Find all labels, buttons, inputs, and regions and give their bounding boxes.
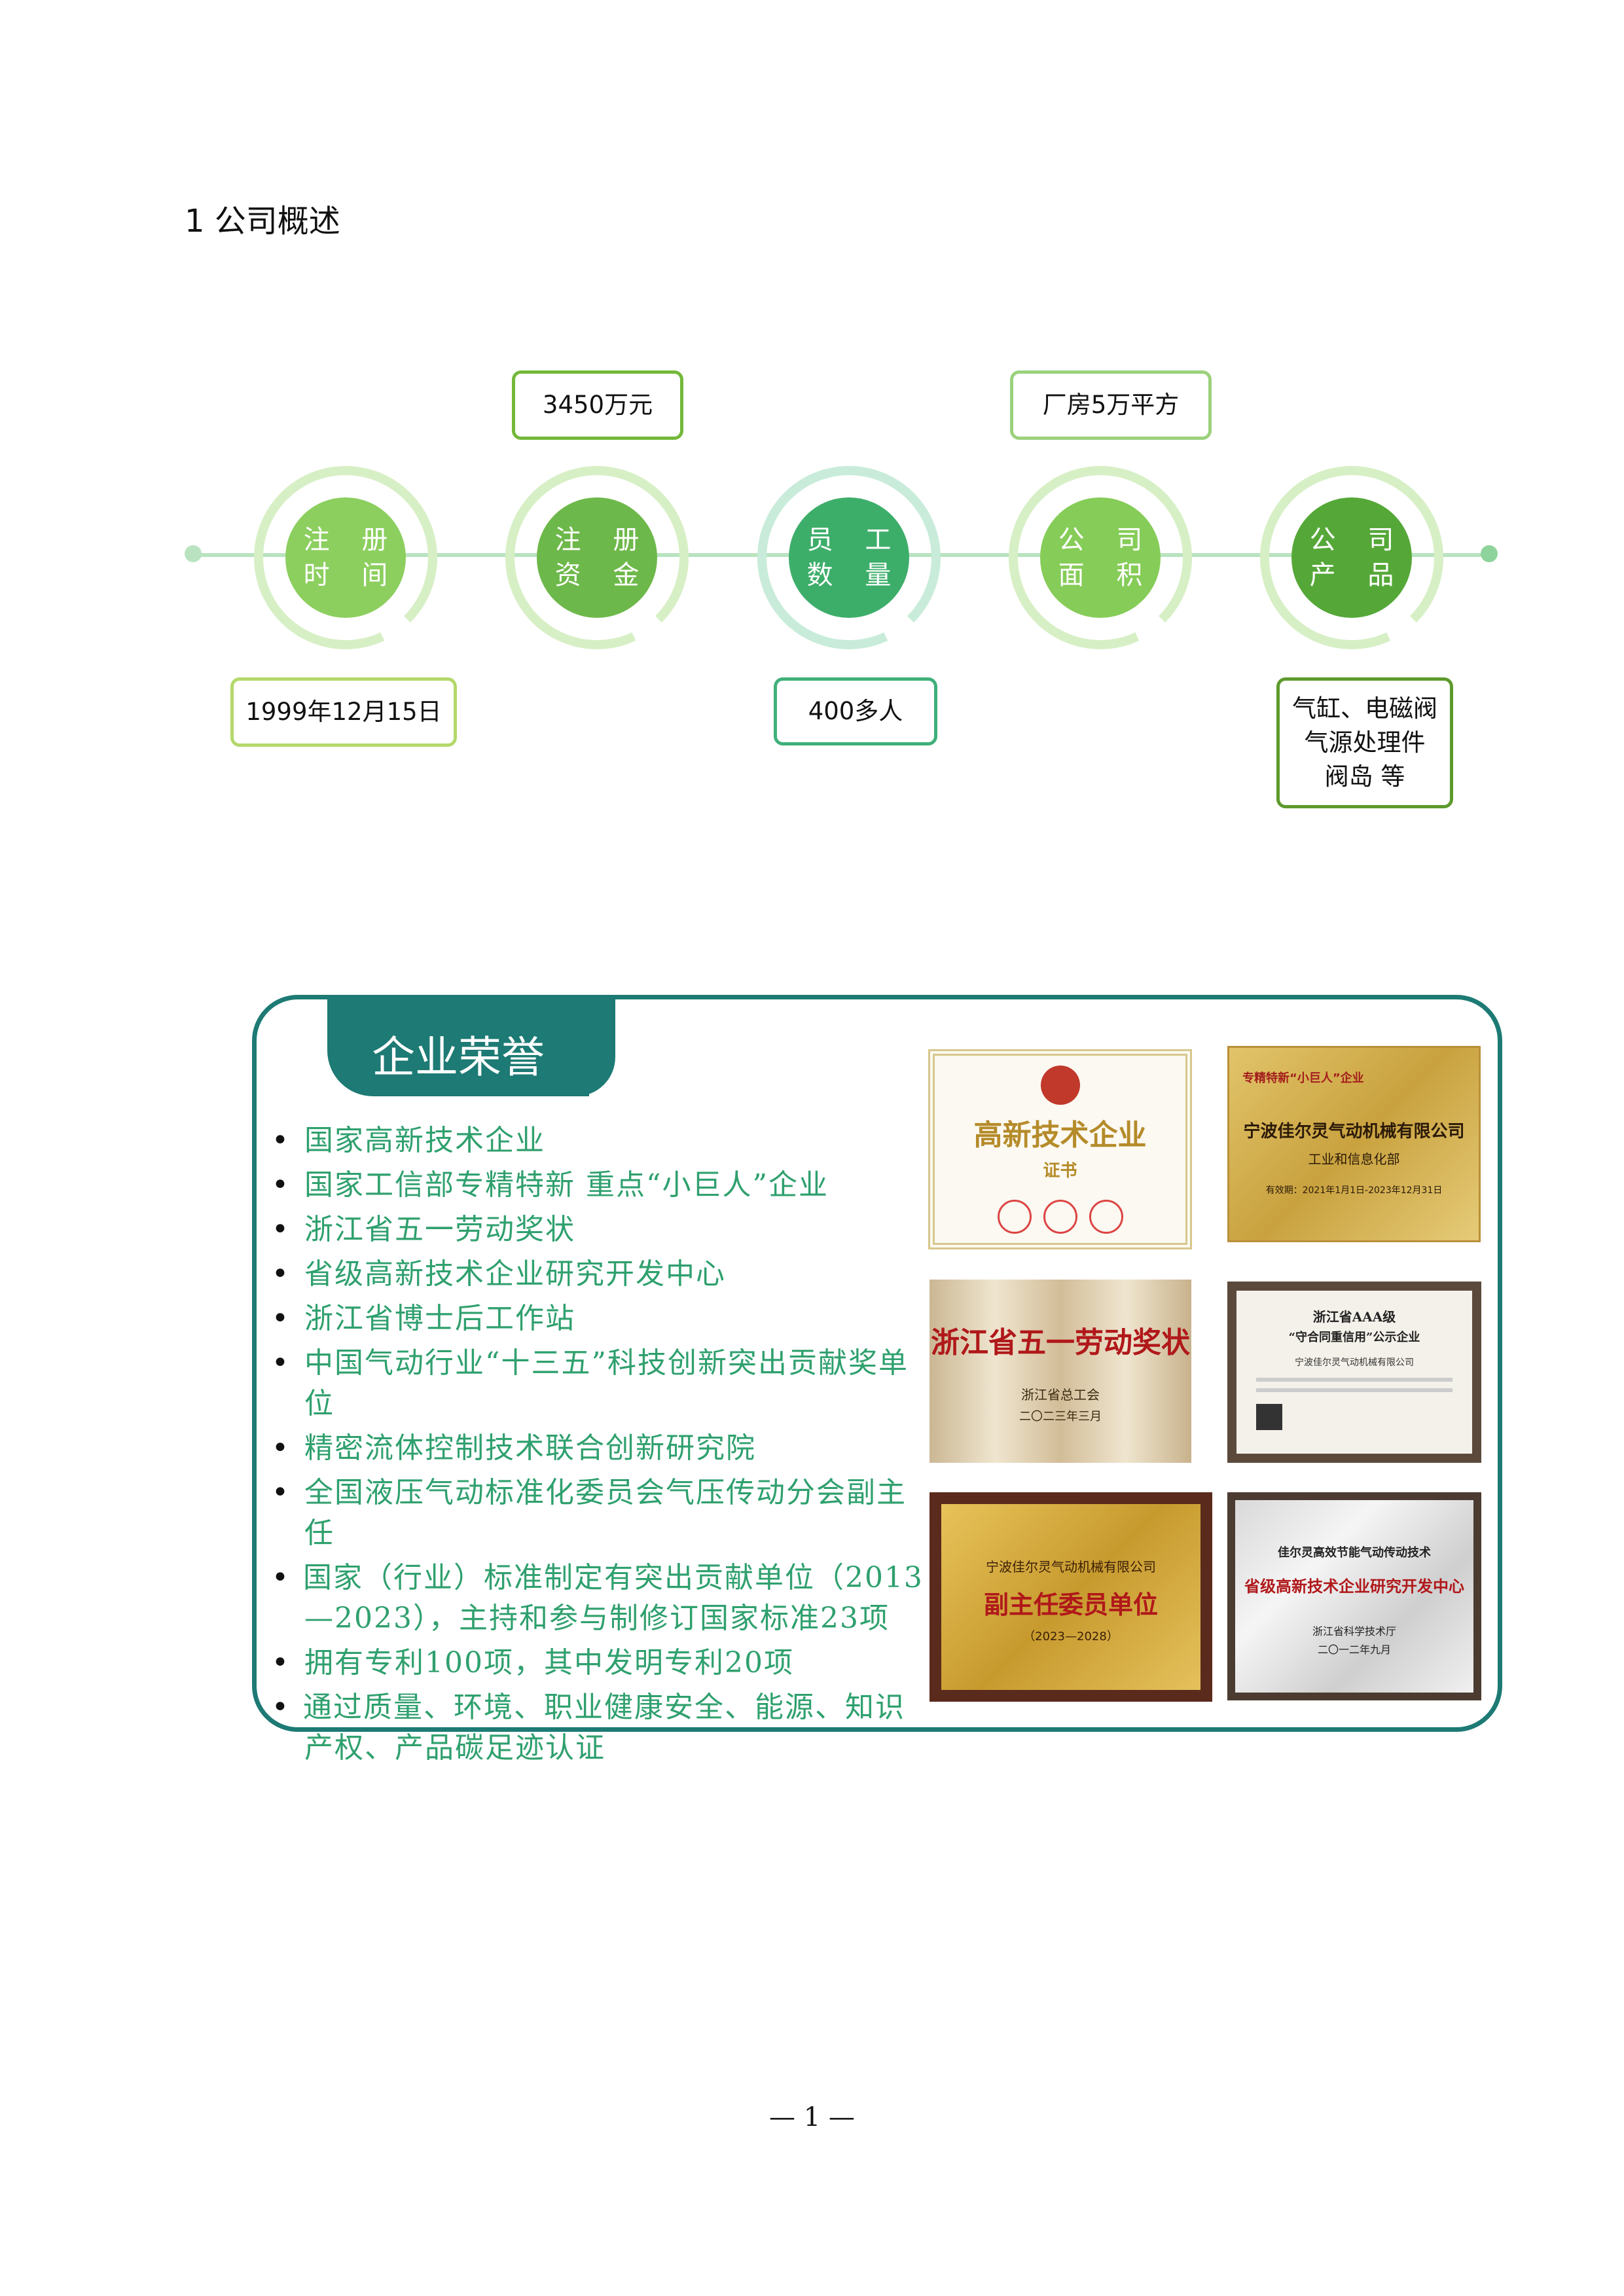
cert2-badge: 专精特新“小巨人”企业 — [1242, 1071, 1364, 1085]
cert2-issuer: 工业和信息化部 — [1308, 1151, 1400, 1167]
timeline-node-area: 公 司 面 积 — [983, 440, 1218, 675]
cert6-title: 省级高新技术企业研究开发中心 — [1244, 1576, 1464, 1596]
honors-title: 企业荣誉 — [372, 1032, 545, 1083]
text-placeholder-line — [1256, 1378, 1453, 1382]
node-label-line1: 员 工 — [806, 525, 903, 555]
certificate-rd-center: 佳尔灵高效节能气动传动技术 省级高新技术企业研究开发中心 浙江省科学技术厅 二〇… — [1227, 1492, 1481, 1700]
node-label-line1: 公 司 — [1309, 525, 1406, 555]
timeline-start-dot — [185, 545, 202, 562]
cert2-company: 宁波佳尔灵气动机械有限公司 — [1243, 1122, 1465, 1141]
timeline-node-employees: 员 工 数 量 — [731, 440, 967, 675]
employees-value: 400多人 — [808, 697, 903, 725]
node-label-line2: 资 金 — [554, 560, 651, 590]
node-label-line1: 公 司 — [1058, 525, 1155, 555]
list-item: 全国液压气动标准化委员会气压传动分会副主任 — [272, 1473, 926, 1554]
list-item: 通过质量、环境、职业健康安全、能源、知识产权、产品碳足迹认证 — [272, 1687, 926, 1768]
products-line2: 气源处理件 — [1304, 728, 1426, 757]
honors-tab — [327, 995, 615, 1096]
node-circle: 公 司 产 品 — [1291, 497, 1412, 618]
node-label-line2: 产 品 — [1309, 560, 1406, 590]
timeline-node-registration-date: 注 册 时 间 — [228, 440, 463, 675]
node-label-line2: 数 量 — [806, 560, 903, 590]
registration-date-box: 1999年12月15日 — [230, 677, 457, 747]
list-item: 浙江省五一劳动奖状 — [272, 1210, 926, 1250]
list-item: 精密流体控制技术联合创新研究院 — [272, 1428, 926, 1469]
area-box: 厂房5万平方 — [1010, 370, 1212, 440]
cert6-issuer: 浙江省科学技术厅 — [1312, 1624, 1396, 1638]
stamp-icon — [997, 1199, 1032, 1234]
cert1-sub: 证书 — [1043, 1160, 1077, 1181]
certificate-aaa-credit: 浙江省AAA级 “守合同重信用”公示企业 宁波佳尔灵气动机械有限公司 — [1227, 1282, 1481, 1463]
section-title: 1 公司概述 — [185, 203, 340, 240]
node-circle: 员 工 数 量 — [789, 497, 909, 618]
stamps — [997, 1199, 1123, 1234]
list-item-text: 国家（行业）标准制定有突出贡献单位（2013—2023），主持和参与制修订国家标… — [302, 1561, 924, 1635]
cert3-issuer: 浙江省总工会 — [1021, 1386, 1100, 1403]
list-item-text: 通过质量、环境、职业健康安全、能源、知识产权、产品碳足迹认证 — [302, 1691, 905, 1765]
stamp-icon — [1089, 1199, 1123, 1234]
timeline-end-dot — [1481, 545, 1498, 562]
products-line3: 阀岛 等 — [1324, 762, 1405, 791]
area-value: 厂房5万平方 — [1042, 391, 1180, 419]
capital-box: 3450万元 — [512, 370, 683, 440]
cert4-sub: “守合同重信用”公示企业 — [1288, 1331, 1420, 1344]
node-label-line1: 注 册 — [554, 525, 651, 555]
certificate-high-tech-enterprise: 高新技术企业 证书 — [928, 1049, 1192, 1249]
timeline-node-capital: 注 册 资 金 — [479, 440, 715, 675]
emblem-icon — [1040, 1065, 1080, 1105]
list-item: 国家工信部专精特新 重点“小巨人”企业 — [272, 1165, 926, 1206]
cert5-company: 宁波佳尔灵气动机械有限公司 — [986, 1559, 1156, 1575]
node-label-line1: 注 册 — [303, 525, 400, 555]
cert3-date: 二〇二三年三月 — [1019, 1409, 1102, 1424]
list-item: 中国气动行业“十三五”科技创新突出贡献奖单位 — [272, 1343, 926, 1424]
certificate-vice-chair: 宁波佳尔灵气动机械有限公司 副主任委员单位 （2023—2028） — [929, 1492, 1212, 1702]
certificate-little-giant: 专精特新“小巨人”企业 宁波佳尔灵气动机械有限公司 工业和信息化部 有效期：20… — [1227, 1046, 1481, 1242]
list-item: 浙江省博士后工作站 — [272, 1299, 926, 1339]
node-label-line2: 时 间 — [303, 560, 400, 590]
text-placeholder-line — [1256, 1388, 1453, 1392]
cert2-date: 有效期：2021年1月1日-2023年12月31日 — [1265, 1185, 1443, 1196]
cert4-company: 宁波佳尔灵气动机械有限公司 — [1295, 1357, 1414, 1368]
honors-list: 国家高新技术企业 国家工信部专精特新 重点“小巨人”企业 浙江省五一劳动奖状 省… — [272, 1121, 926, 1772]
cert5-years: （2023—2028） — [1023, 1630, 1119, 1643]
qr-code-icon — [1256, 1404, 1282, 1430]
cert5-title: 副主任委员单位 — [983, 1590, 1158, 1619]
capital-value: 3450万元 — [542, 391, 653, 419]
node-label-line2: 面 积 — [1058, 560, 1155, 590]
node-circle: 注 册 资 金 — [537, 497, 657, 618]
node-circle: 注 册 时 间 — [285, 497, 406, 618]
employees-box: 400多人 — [774, 677, 937, 745]
stamp-icon — [1043, 1199, 1077, 1234]
cert4-title: 浙江省AAA级 — [1312, 1309, 1396, 1325]
page-number: — 1 — — [769, 2102, 855, 2132]
cert1-title: 高新技术企业 — [973, 1118, 1147, 1152]
certificate-may-day-award: 浙江省五一劳动奖状 浙江省总工会 二〇二三年三月 — [929, 1280, 1191, 1463]
cert6-date: 二〇一二年九月 — [1317, 1643, 1391, 1656]
registration-date-value: 1999年12月15日 — [245, 698, 442, 726]
list-item: 国家（行业）标准制定有突出贡献单位（2013—2023），主持和参与制修订国家标… — [272, 1558, 926, 1639]
cert6-header: 佳尔灵高效节能气动传动技术 — [1278, 1545, 1431, 1560]
node-circle: 公 司 面 积 — [1040, 497, 1161, 618]
list-item: 拥有专利100项，其中发明专利20项 — [272, 1643, 926, 1683]
list-item: 省级高新技术企业研究开发中心 — [272, 1254, 926, 1295]
products-line1: 气缸、电磁阀 — [1292, 694, 1437, 723]
products-box: 气缸、电磁阀 气源处理件 阀岛 等 — [1276, 677, 1453, 808]
timeline-node-products: 公 司 产 品 — [1234, 440, 1470, 675]
cert3-title: 浙江省五一劳动奖状 — [931, 1325, 1190, 1359]
list-item: 国家高新技术企业 — [272, 1121, 926, 1161]
